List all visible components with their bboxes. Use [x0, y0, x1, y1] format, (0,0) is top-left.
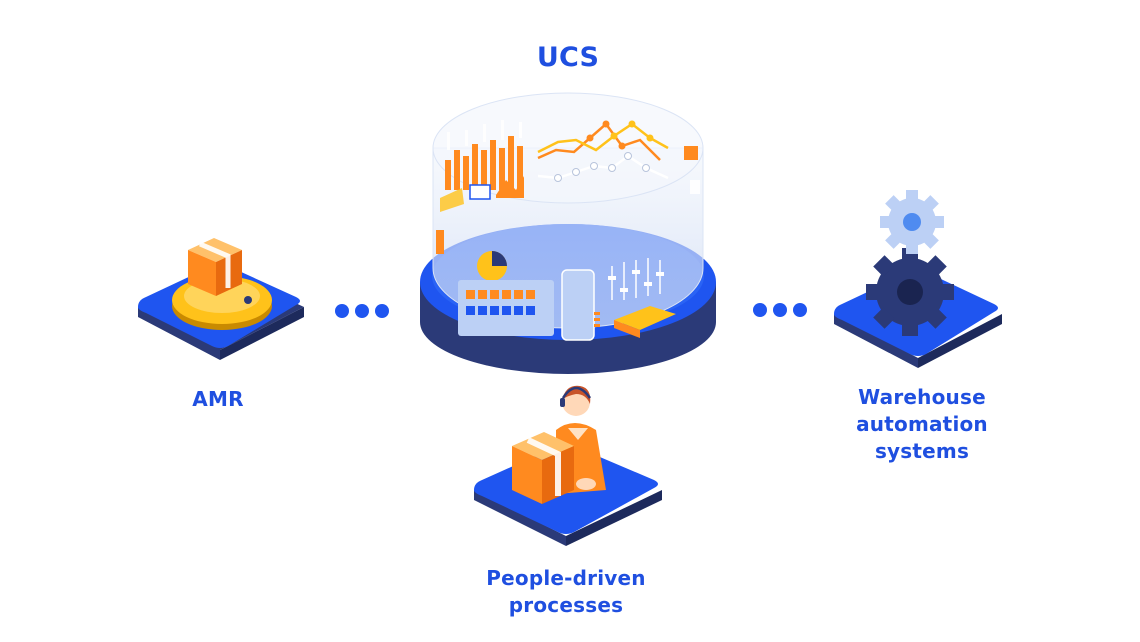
warehouse-label-line-1: Warehouse [858, 385, 986, 409]
people-label-line-2: processes [508, 593, 624, 617]
diagram-title: UCS [536, 42, 600, 73]
worker-with-box-icon [512, 385, 606, 504]
people-node [474, 385, 662, 546]
connector-right-dots [753, 303, 807, 317]
amr-label: AMR [192, 387, 244, 411]
warehouse-label: Warehouse automation systems [822, 384, 1022, 465]
warehouse-label-line-3: systems [874, 439, 970, 463]
ucs-hub [420, 92, 716, 374]
warehouse-node [834, 190, 1002, 368]
amr-node [138, 238, 304, 360]
people-label: People-driven processes [446, 565, 686, 619]
connector-left-dots [335, 304, 389, 318]
robot-with-box-icon [172, 238, 272, 330]
people-label-line-1: People-driven [486, 566, 646, 590]
dashboard-cylinder-icon [432, 92, 704, 341]
warehouse-label-line-2: automation [856, 412, 988, 436]
gear-stack-icon [866, 190, 954, 336]
